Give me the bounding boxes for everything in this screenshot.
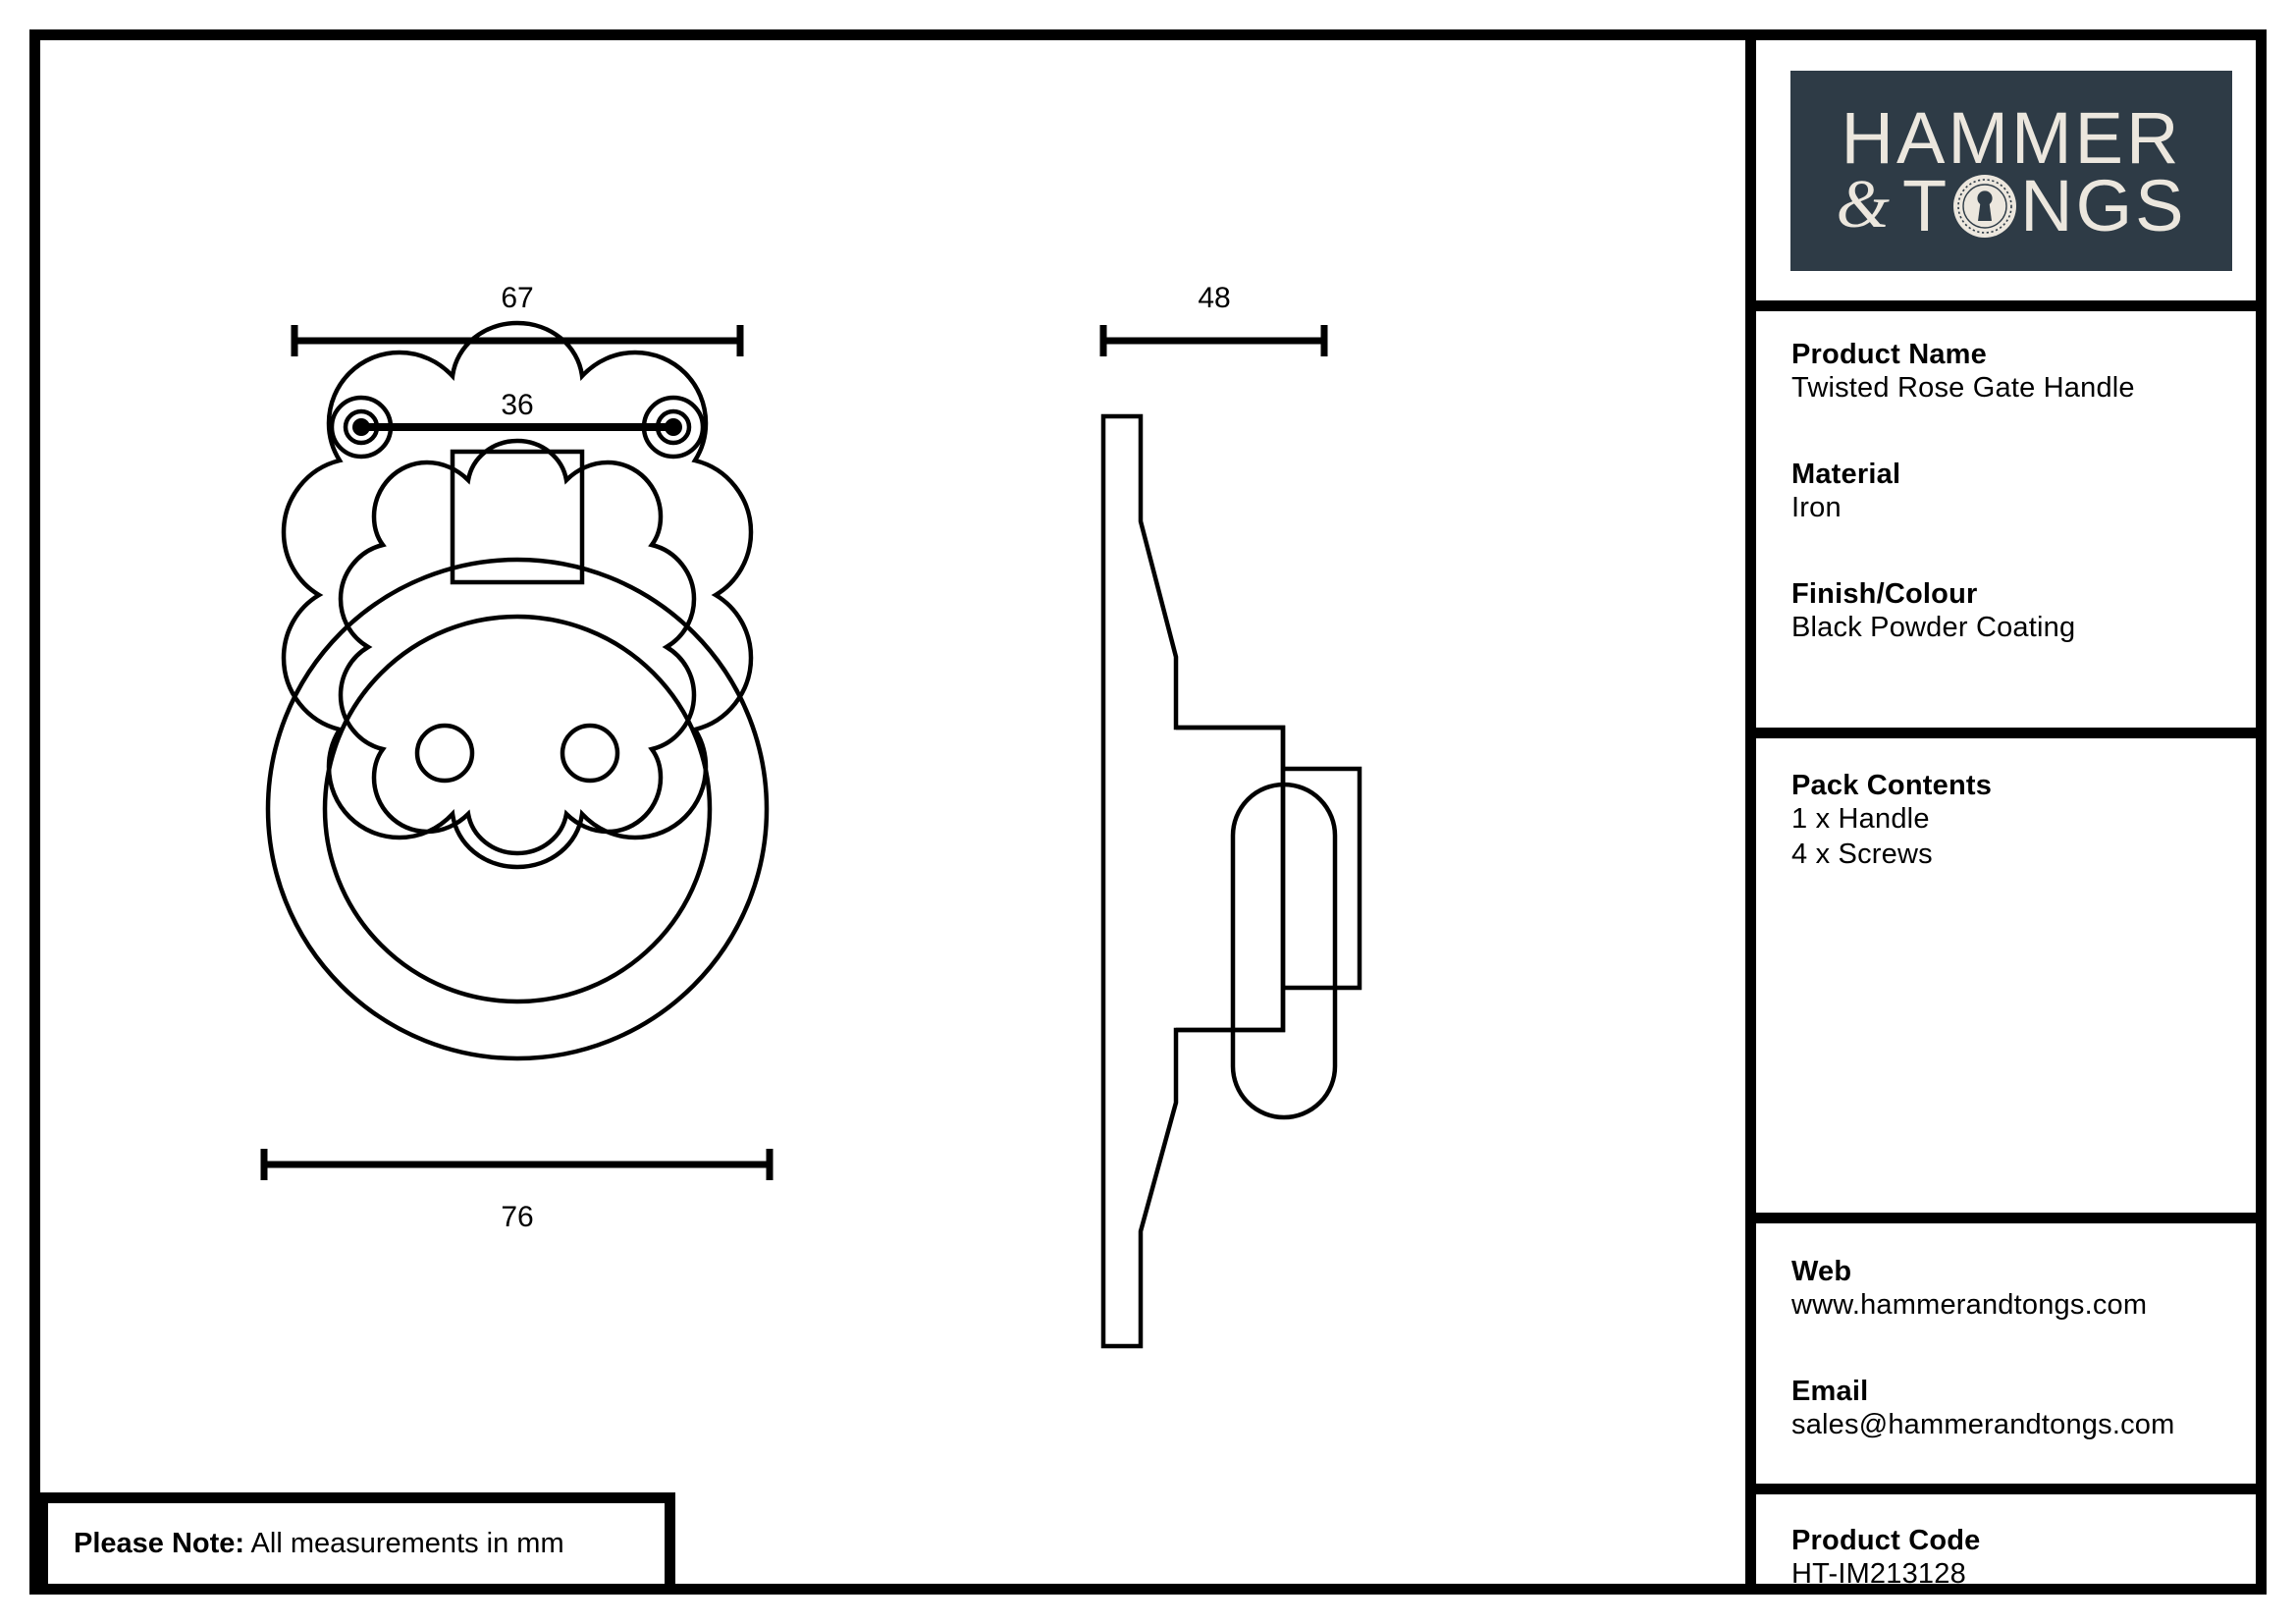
- logo-letters-ngs: NGS: [2020, 164, 2187, 246]
- logo-line-tongs: &T NGS: [1836, 164, 2187, 246]
- divider-logo-product: [1756, 300, 2267, 311]
- technical-drawing-svg: 67: [260, 282, 1362, 1349]
- product-code-label: Product Code: [1791, 1525, 1981, 1556]
- screw-hole-lower-right: [560, 723, 620, 784]
- brand-logo: HAMMER &T NGS: [1790, 70, 2232, 271]
- pack-contents-field: Pack Contents 1 x Handle 4 x Screws: [1791, 770, 2249, 872]
- technical-drawing-area: 67: [40, 40, 1745, 1584]
- divider-contact-code: [1756, 1484, 2267, 1494]
- finish-label: Finish/Colour: [1791, 578, 1978, 610]
- material-label: Material: [1791, 459, 1901, 490]
- side-collar-step: [1176, 725, 1286, 1033]
- logo-line-hammer: HAMMER: [1841, 97, 2182, 180]
- email-value[interactable]: sales@hammerandtongs.com: [1791, 1409, 2175, 1441]
- finish-value: Black Powder Coating: [1791, 612, 2076, 644]
- dimension-76-label: 76: [501, 1201, 533, 1233]
- logo-ampersand: &: [1836, 167, 1893, 244]
- finish-field: Finish/Colour Black Powder Coating: [1791, 578, 2249, 646]
- product-code-field: Product Code HT-IM213128: [1791, 1525, 2249, 1593]
- web-label: Web: [1791, 1256, 1852, 1287]
- dimension-67-label: 67: [501, 282, 533, 314]
- please-note-text: Please Note: All measurements in mm: [48, 1528, 564, 1560]
- screw-hole-lower-left: [414, 723, 475, 784]
- please-note-label: Please Note:: [74, 1527, 245, 1559]
- product-name-field: Product Name Twisted Rose Gate Handle: [1791, 339, 2249, 406]
- ring-handle-inner: [322, 614, 713, 1004]
- web-field: Web www.hammerandtongs.com: [1791, 1256, 2249, 1324]
- info-column: HAMMER &T NGS Product Name: [1745, 40, 2267, 1590]
- side-boss-plate: [1283, 766, 1362, 991]
- material-field: Material Iron: [1791, 459, 2249, 526]
- dimension-48-label: 48: [1198, 282, 1230, 314]
- web-value[interactable]: www.hammerandtongs.com: [1791, 1289, 2148, 1322]
- dimension-76: [260, 1149, 774, 1180]
- logo-letter-t: T: [1901, 164, 1950, 246]
- product-code-value: HT-IM213128: [1791, 1558, 1966, 1591]
- side-profile-outline: [1100, 413, 1286, 1349]
- please-note-body: All measurements in mm: [244, 1527, 564, 1559]
- ring-handle-outer: [265, 557, 770, 1061]
- product-name-value: Twisted Rose Gate Handle: [1791, 372, 2135, 405]
- brand-logo-panel: HAMMER &T NGS: [1756, 40, 2267, 300]
- rose-backplate-outline: [281, 320, 754, 870]
- please-note-box: Please Note: All measurements in mm: [37, 1492, 675, 1595]
- keyhole-escutcheon-icon: [1951, 173, 2018, 240]
- email-field: Email sales@hammerandtongs.com: [1791, 1376, 2249, 1443]
- divider-pack-contact: [1756, 1213, 2267, 1223]
- pack-contents-item-1: 1 x Handle: [1791, 803, 1930, 836]
- product-name-label: Product Name: [1791, 339, 1987, 370]
- material-value: Iron: [1791, 492, 1842, 524]
- pack-contents-item-2: 4 x Screws: [1791, 838, 1933, 870]
- rose-inner-boss: [338, 438, 697, 856]
- collar-block: [450, 449, 585, 585]
- dimension-48: [1099, 325, 1328, 356]
- sheet-border: [29, 29, 2267, 1595]
- dimension-67: [291, 325, 744, 356]
- pack-contents-label: Pack Contents: [1791, 770, 1993, 801]
- dimension-36-label: 36: [501, 389, 533, 421]
- side-view-group: 48: [1099, 282, 1362, 1349]
- front-view-group: 67: [260, 282, 774, 1233]
- side-ring-arm: [1230, 782, 1338, 1120]
- email-label: Email: [1791, 1376, 1869, 1407]
- divider-product-pack: [1756, 728, 2267, 738]
